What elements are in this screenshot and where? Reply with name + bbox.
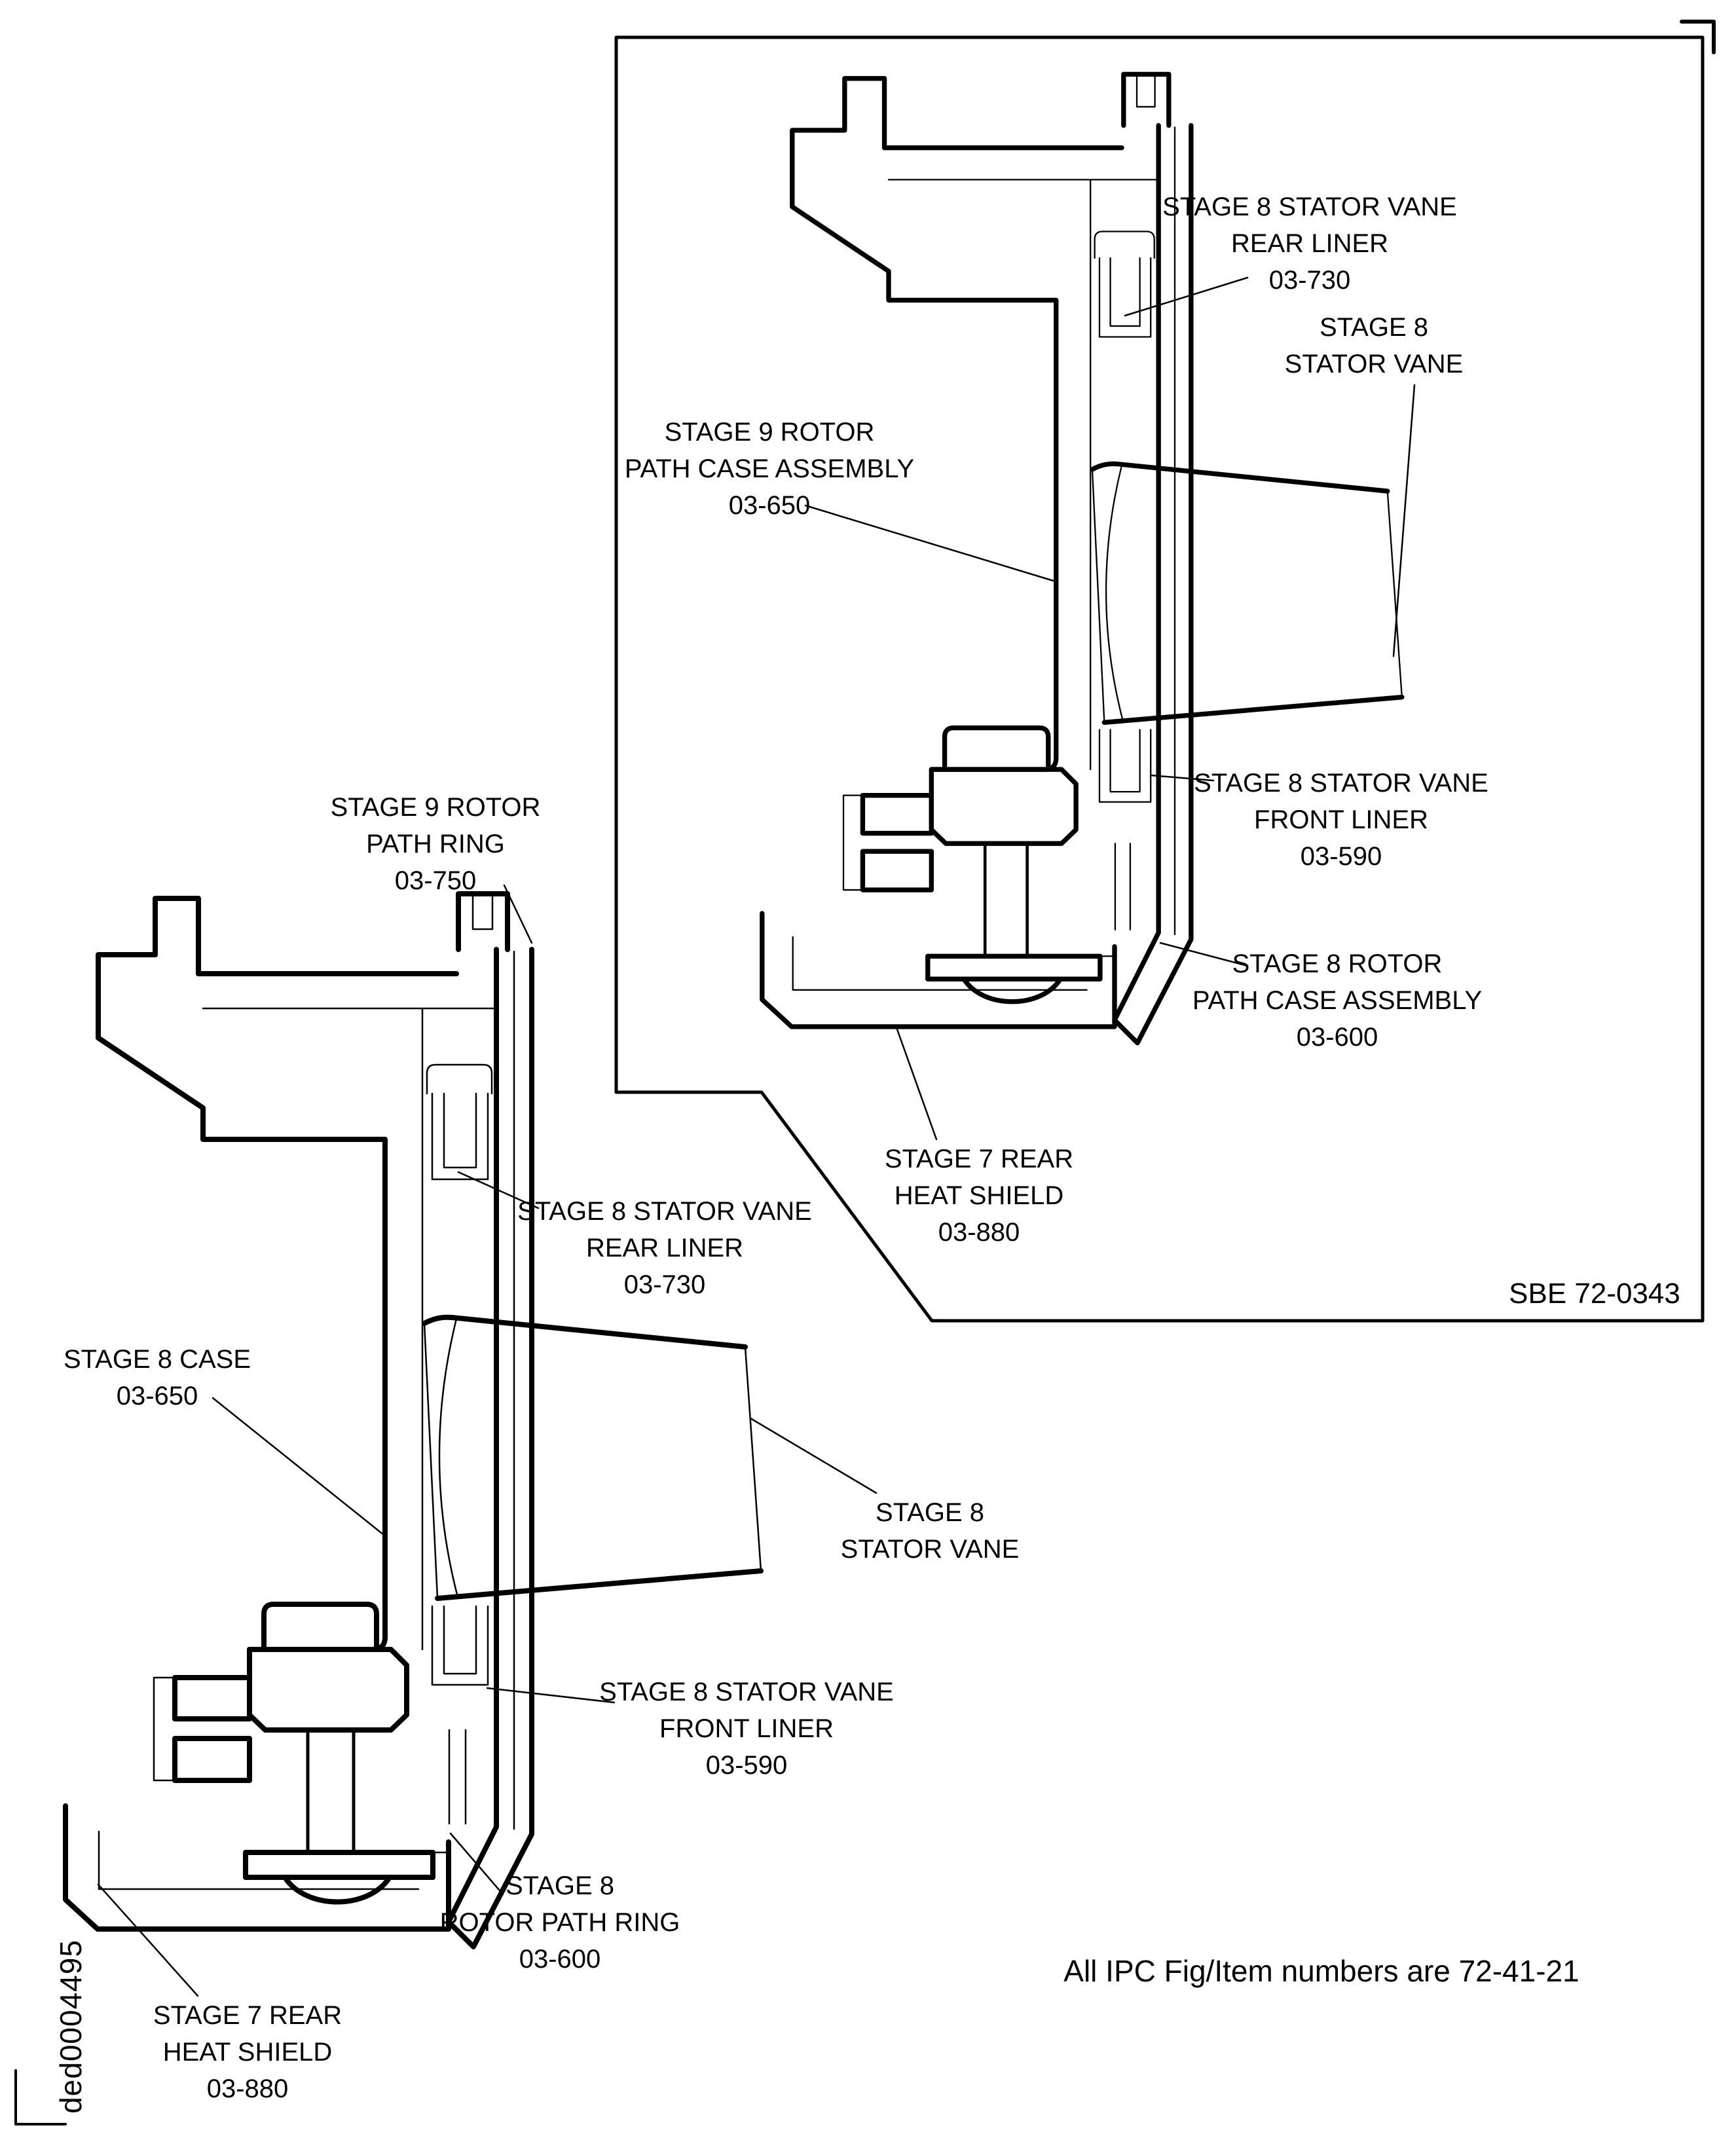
callout-line: STAGE 9 ROTOR [664,418,875,447]
leader-inset-heat-shield [896,1028,938,1141]
callout-line: STAGE 8 STATOR VANE [1162,193,1457,221]
callout-line: PATH CASE ASSEMBLY [1192,986,1483,1015]
callout-main-rear-liner: STAGE 8 STATOR VANE REAR LINER 03-730 [517,1193,812,1303]
callout-line: 03-730 [623,1270,706,1299]
callout-line: STAGE 8 STATOR VANE [599,1678,894,1706]
callout-line: STATOR VANE [840,1535,1020,1564]
ipc-note-text: All IPC Fig/Item numbers are 72-41-21 [1063,1954,1579,1988]
callout-line: 03-600 [1296,1023,1378,1052]
callout-line: STAGE 8 ROTOR [1232,949,1443,978]
callout-line: STAGE 7 REAR [884,1145,1074,1173]
callout-inset-rotor-path-case-9: STAGE 9 ROTOR PATH CASE ASSEMBLY 03-650 [625,414,914,524]
callout-main-heat-shield: STAGE 7 REAR HEAT SHIELD 03-880 [153,1997,342,2107]
leader-inset-path-case-8 [1159,942,1249,967]
leader-main-path-ring-8 [449,1832,504,1896]
callout-line: 03-590 [1300,842,1382,871]
callout-line: FRONT LINER [659,1714,834,1743]
callout-line: 03-730 [1268,266,1351,295]
callout-line: STAGE 8 [876,1498,984,1527]
callout-inset-front-liner: STAGE 8 STATOR VANE FRONT LINER 03-590 [1194,765,1488,875]
callout-line: PATH RING [366,830,505,858]
callout-line: STAGE 9 ROTOR [330,793,541,822]
corner-mark-bottom-left [14,2069,67,2125]
callout-line: 03-590 [705,1751,788,1780]
callout-line: 03-600 [519,1945,601,1974]
corner-mark-top-right [1680,20,1716,54]
leader-main-path-ring-9 [503,884,533,944]
callout-line: STAGE 8 STATOR VANE [517,1197,812,1226]
callout-line: STAGE 8 [506,1871,614,1900]
callout-line: ROTOR PATH RING [439,1908,680,1937]
inset-figure-number: SBE 72-0343 [1509,1276,1680,1312]
callout-line: FRONT LINER [1254,805,1428,834]
callout-line: STAGE 8 CASE [63,1345,251,1374]
leader-main-front-liner [486,1687,616,1704]
cross-section-main [65,894,761,1947]
callout-inset-heat-shield: STAGE 7 REAR HEAT SHIELD 03-880 [885,1141,1073,1251]
callout-main-front-liner: STAGE 8 STATOR VANE FRONT LINER 03-590 [599,1674,894,1784]
drawing-code: ded0004495 [54,1940,88,2114]
callout-line: STAGE 7 REAR [153,2001,342,2030]
callout-line: STAGE 8 [1320,313,1428,342]
leader-main-rear-liner [457,1171,540,1209]
callout-inset-rotor-path-case-8: STAGE 8 ROTOR PATH CASE ASSEMBLY 03-600 [1192,946,1482,1056]
leader-main-heat-shield [97,1883,199,1997]
callout-inset-rear-liner: STAGE 8 STATOR VANE REAR LINER 03-730 [1162,189,1457,299]
callout-line: PATH CASE ASSEMBLY [624,454,915,483]
figure-number-text: SBE 72-0343 [1509,1278,1680,1310]
callout-line: 03-750 [394,866,477,895]
callout-line: REAR LINER [1230,229,1389,258]
leader-main-case-8 [212,1397,385,1536]
callout-line: STAGE 8 STATOR VANE [1194,769,1488,798]
callout-line: HEAT SHIELD [162,2038,333,2067]
leader-inset-front-liner [1149,774,1215,782]
leader-inset-rear-liner [1124,276,1249,317]
inset-box [614,35,1705,1323]
callout-main-stator-vane: STAGE 8 STATOR VANE [841,1494,1020,1568]
leader-inset-stator-vane [1392,384,1416,657]
callout-inset-stator-vane: STAGE 8 STATOR VANE [1285,309,1464,382]
ipc-note: All IPC Fig/Item numbers are 72-41-21 [1063,1953,1579,1989]
leader-main-stator-vane [749,1417,877,1494]
leader-inset-path-case-9 [804,504,1057,583]
callout-line: 03-650 [116,1382,198,1410]
callout-line: STATOR VANE [1284,350,1464,378]
leader-lines [97,276,1416,1997]
callout-main-rotor-path-ring-8: STAGE 8 ROTOR PATH RING 03-600 [440,1867,680,1978]
callout-line: 03-650 [728,491,811,520]
callout-line: REAR LINER [585,1234,744,1262]
callout-main-rotor-path-ring-9: STAGE 9 ROTOR PATH RING 03-750 [331,789,541,899]
callout-line: HEAT SHIELD [894,1181,1064,1210]
callout-line: 03-880 [206,2074,289,2103]
callout-main-case-8: STAGE 8 CASE 03-650 [64,1341,251,1414]
callout-line: 03-880 [938,1218,1020,1247]
